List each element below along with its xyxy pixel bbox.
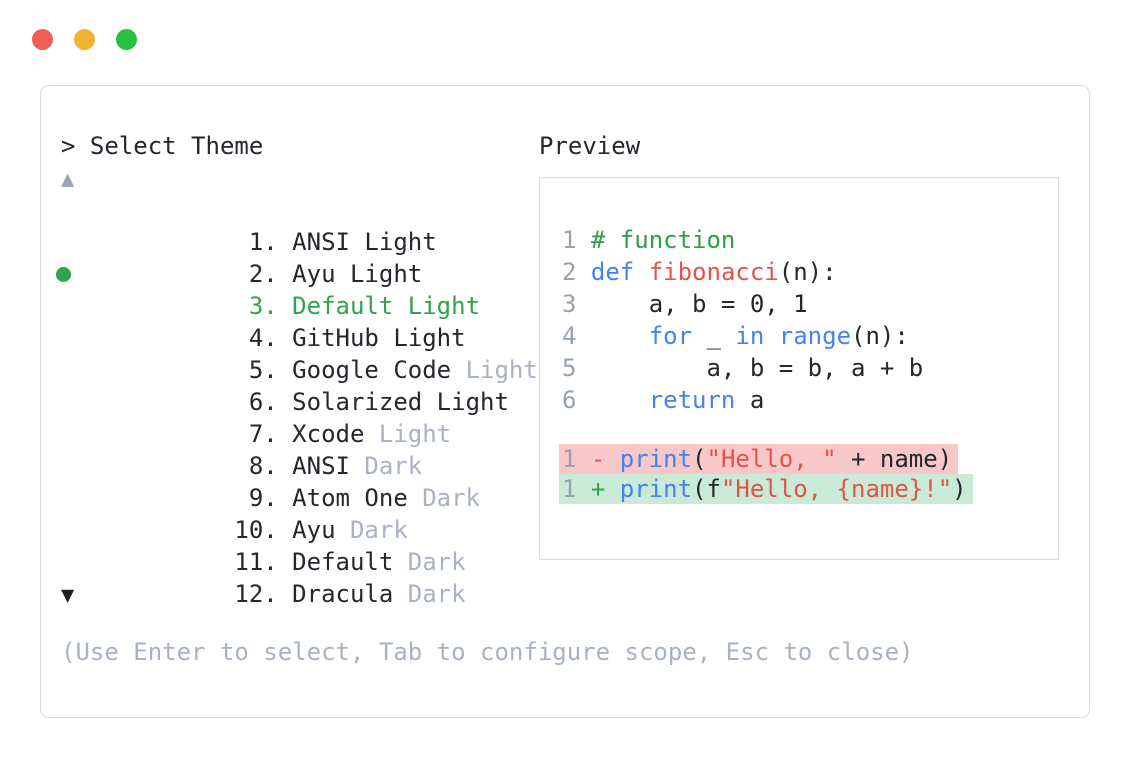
scroll-down-control[interactable]: ▼ <box>61 578 539 610</box>
theme-list: 1. ANSI Light 2. Ayu Light 3. Default Light… <box>56 194 539 608</box>
theme-name: Xcode <box>292 420 365 448</box>
theme-list-item-2[interactable]: 2. Ayu Light <box>61 226 539 288</box>
theme-name: ANSI Light <box>292 228 437 256</box>
theme-list-item-3[interactable]: 3. Default Light <box>56 258 539 320</box>
theme-name: Ayu <box>292 516 336 544</box>
code-line: 1 # function <box>562 224 1044 256</box>
code-line: 3 a, b = 0, 1 <box>562 288 1044 320</box>
theme-number: 2. <box>248 260 278 288</box>
theme-selector-panel: > Select Theme ▲ 1. ANSI Light 2. Ayu Ligh… <box>40 85 1090 718</box>
preview-box: 1 # function 2 def fibonacci(n): 3 a, b = … <box>539 177 1059 560</box>
theme-list-column: > Select Theme ▲ 1. ANSI Light 2. Ayu Ligh… <box>56 130 914 668</box>
scroll-down-icon: ▼ <box>61 583 75 608</box>
diff-block: 1 - print("Hello, " + name) 1 + print(f"He… <box>559 444 1044 504</box>
diff-removed-line: 1 - print("Hello, " + name) <box>559 444 1044 474</box>
code-tokens: return a <box>648 386 765 414</box>
theme-list-item-6[interactable]: 6. Solarized Light <box>61 354 539 416</box>
theme-name: Ayu Light <box>292 260 423 288</box>
theme-number: 10. <box>234 516 278 544</box>
line-number: 6 <box>562 386 577 414</box>
code-line: 6 return a <box>562 384 1044 416</box>
close-button[interactable] <box>32 29 53 50</box>
line-number: 3 <box>562 290 577 318</box>
theme-name: Atom One <box>292 484 408 512</box>
diff-added-line: 1 + print(f"Hello, {name}!") <box>559 474 1044 504</box>
theme-number: 12. <box>234 580 278 608</box>
theme-variant: Dark <box>364 452 423 480</box>
line-number: 1 <box>562 445 577 473</box>
theme-number: 8. <box>248 452 278 480</box>
line-number: 1 <box>562 226 577 254</box>
line-number: 2 <box>562 258 577 286</box>
line-number: 4 <box>562 322 577 350</box>
theme-list-item-8[interactable]: 8. ANSI Dark <box>61 418 539 480</box>
code-tokens: a, b = 0, 1 <box>590 290 808 318</box>
theme-name: Google Code <box>292 356 452 384</box>
theme-list-item-7[interactable]: 7. Xcode Light <box>61 386 539 448</box>
diff-tokens: - print("Hello, " + name) <box>590 445 953 473</box>
theme-variant: Dark <box>349 516 408 544</box>
scroll-up-control[interactable]: ▲ <box>61 162 539 194</box>
theme-number: 7. <box>248 420 278 448</box>
theme-list-item-5[interactable]: 5. Google Code Light <box>61 322 539 384</box>
preview-title: Preview <box>539 132 641 160</box>
code-tokens: def fibonacci(n): <box>590 258 837 286</box>
scroll-up-icon: ▲ <box>61 167 75 192</box>
theme-number: 1. <box>248 228 278 256</box>
theme-number: 4. <box>248 324 278 352</box>
line-number: 1 <box>562 475 577 503</box>
minimize-button[interactable] <box>74 29 95 50</box>
code-line: 4 for _ in range(n): <box>562 320 1044 352</box>
theme-list-item-4[interactable]: 4. GitHub Light <box>61 290 539 352</box>
theme-variant: Light <box>465 356 538 384</box>
theme-name: Dracula <box>292 580 394 608</box>
theme-variant: Dark <box>407 580 466 608</box>
line-number: 5 <box>562 354 577 382</box>
theme-name: ANSI <box>292 452 350 480</box>
theme-name: GitHub Light <box>292 324 466 352</box>
code-line: 5 a, b = b, a + b <box>562 352 1044 384</box>
theme-number: 5. <box>248 356 278 384</box>
theme-list-item-1[interactable]: 1. ANSI Light <box>61 194 539 256</box>
theme-list-item-12[interactable]: 12. Dracula Dark <box>61 546 539 608</box>
selected-indicator-icon <box>56 267 71 282</box>
theme-variant: Light <box>378 420 452 448</box>
theme-name: Default <box>292 548 394 576</box>
maximize-button[interactable] <box>116 29 137 50</box>
theme-list-item-9[interactable]: 9. Atom One Dark <box>61 450 539 512</box>
preview-column: Preview 1 # function 2 def fibonacci(n): 3… <box>539 130 1059 668</box>
code-tokens: a, b = b, a + b <box>590 354 924 382</box>
theme-number: 9. <box>248 484 278 512</box>
diff-tokens: + print(f"Hello, {name}!") <box>590 475 967 503</box>
theme-list-item-11[interactable]: 11. Default Dark <box>61 514 539 576</box>
code-tokens: for _ in range(n): <box>648 322 909 350</box>
theme-variant: Dark <box>407 548 466 576</box>
theme-list-item-10[interactable]: 10. Ayu Dark <box>61 482 539 544</box>
code-tokens: # function <box>590 226 736 254</box>
theme-variant: Dark <box>422 484 480 512</box>
code-line: 2 def fibonacci(n): <box>562 256 1044 288</box>
theme-name: Default Light <box>292 292 481 320</box>
window-controls <box>32 29 137 50</box>
theme-name: Solarized Light <box>292 388 509 416</box>
theme-number: 3. <box>248 292 278 320</box>
theme-number: 6. <box>248 388 278 416</box>
theme-number: 11. <box>234 548 278 576</box>
select-theme-prompt: > Select Theme <box>61 132 264 160</box>
